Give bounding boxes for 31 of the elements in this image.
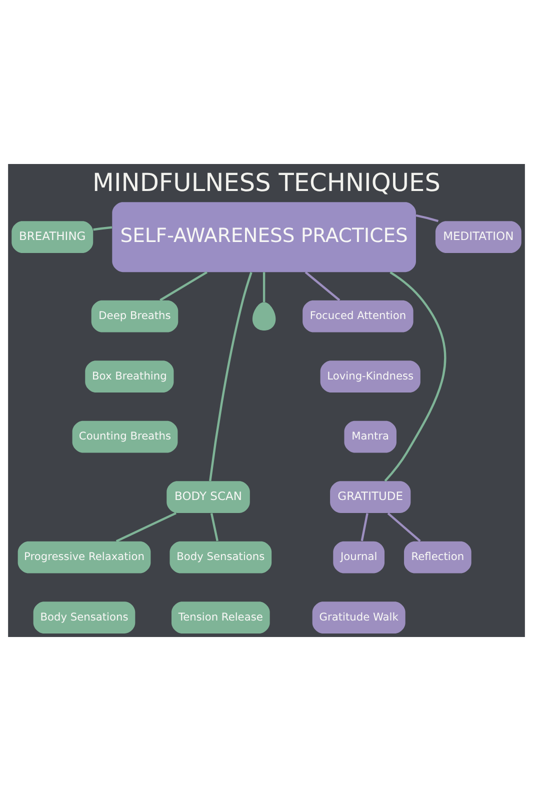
node-box: Body Sensations <box>33 601 136 633</box>
connector <box>209 272 252 481</box>
connector <box>360 512 368 541</box>
connector <box>262 272 266 302</box>
node-box: Reflection <box>404 540 472 573</box>
connector <box>387 512 421 542</box>
node-box: SELF-AWARENESS PRACTICES <box>112 202 416 272</box>
node-box: Gratitude Walk <box>312 601 406 633</box>
node-box: Mantra <box>344 420 396 452</box>
node-box: BODY SCAN <box>166 480 250 512</box>
connector <box>93 226 112 230</box>
diagram-title: MINDFULNESS TECHNIQUES <box>92 167 440 196</box>
node-box: Counting Breaths <box>72 420 178 452</box>
node-box: Body Sensations <box>170 540 272 573</box>
node-box: Focuced Attention <box>302 300 414 332</box>
node-box: Tension Release <box>172 601 270 633</box>
node-box: Box Breathing <box>85 360 174 392</box>
node-box: Progressive Relaxation <box>18 540 151 573</box>
node-box: Deep Breaths <box>91 300 178 332</box>
node-person <box>252 302 276 330</box>
node-box: Journal <box>333 540 385 573</box>
connector <box>304 270 340 301</box>
node-box: GRATITUDE <box>330 480 411 512</box>
connector <box>416 214 439 222</box>
connector <box>116 512 176 542</box>
node-box: BREATHING <box>12 220 94 253</box>
connector <box>160 270 208 301</box>
connector <box>384 270 446 482</box>
connector <box>210 512 218 541</box>
node-box: Loving-Kindness <box>320 360 420 392</box>
node-box: MEDITATION <box>435 220 522 253</box>
